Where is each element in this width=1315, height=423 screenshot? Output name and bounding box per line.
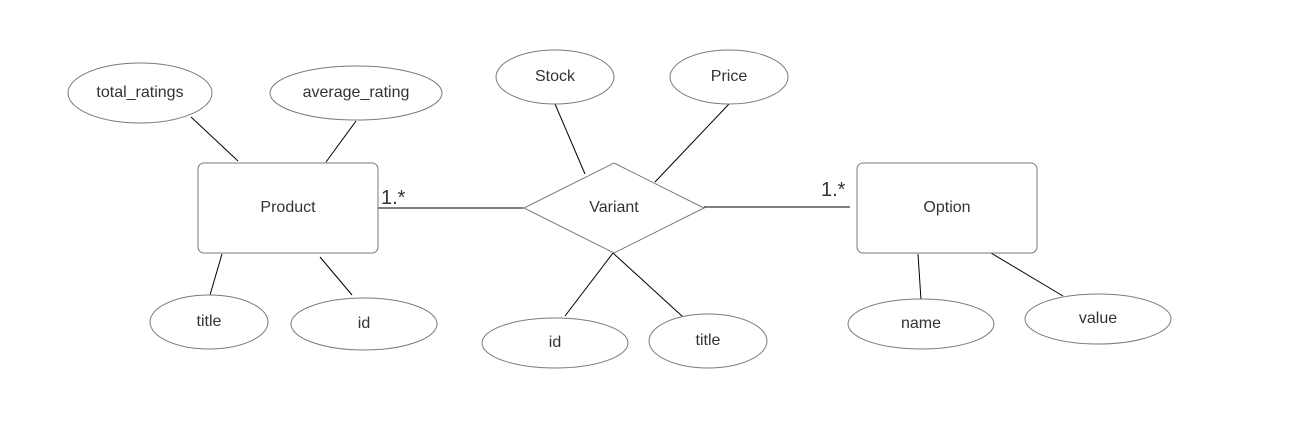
entity-option[interactable]: Option — [856, 162, 1038, 254]
attribute-ellipse — [290, 297, 438, 351]
attribute-ellipse — [648, 313, 768, 369]
connector-product-average-rating — [325, 120, 357, 163]
attribute-label: title — [197, 313, 222, 330]
connector-option-name — [917, 253, 922, 301]
connector-variant-id — [564, 252, 614, 317]
attribute-ellipse — [269, 65, 443, 121]
connector-variant-stock — [554, 103, 586, 175]
attribute-ellipse — [495, 49, 615, 105]
attribute-label: name — [901, 315, 941, 332]
connector-variant-price — [654, 103, 730, 183]
attribute-ellipse — [847, 298, 995, 350]
multiplicity-variant-option: 1.* — [821, 179, 846, 201]
relationship-variant-label: Variant — [589, 199, 639, 216]
attribute-label: value — [1079, 310, 1117, 327]
attribute-label: title — [696, 332, 721, 349]
attribute-variant-price[interactable]: Price — [669, 49, 789, 105]
attribute-ellipse — [669, 49, 789, 105]
multiplicity-product-variant: 1.* — [381, 187, 406, 209]
attribute-option-name[interactable]: name — [847, 298, 995, 350]
attribute-ellipse — [149, 294, 269, 350]
entity-product-box — [197, 162, 379, 254]
connector-product-id — [319, 256, 353, 296]
attribute-label: average_rating — [303, 84, 410, 101]
entity-product-label: Product — [260, 199, 316, 216]
attribute-variant-id[interactable]: id — [481, 317, 629, 369]
attribute-product-total-ratings[interactable]: total_ratings — [67, 62, 213, 124]
attribute-label: id — [358, 315, 370, 332]
attribute-label: id — [549, 334, 561, 351]
attribute-label: Stock — [535, 68, 576, 85]
attribute-variant-stock[interactable]: Stock — [495, 49, 615, 105]
connector-option-value — [990, 252, 1064, 297]
connector-product-title — [209, 253, 223, 296]
attribute-option-value[interactable]: value — [1024, 293, 1172, 345]
connectors — [190, 103, 1064, 318]
attribute-product-id[interactable]: id — [290, 297, 438, 351]
entity-option-label: Option — [923, 199, 970, 216]
attribute-ellipse — [1024, 293, 1172, 345]
connector-variant-title — [612, 252, 684, 318]
relationship-variant[interactable]: Variant — [522, 162, 706, 254]
attribute-ellipse — [481, 317, 629, 369]
attribute-product-title[interactable]: title — [149, 294, 269, 350]
attribute-product-average-rating[interactable]: average_rating — [269, 65, 443, 121]
attribute-label: Price — [711, 68, 748, 85]
attribute-label: total_ratings — [96, 84, 183, 101]
connector-product-total-ratings — [190, 116, 239, 162]
relationship-variant-diamond — [522, 162, 706, 254]
entity-product[interactable]: Product — [197, 162, 379, 254]
attribute-ellipse — [67, 62, 213, 124]
entity-option-box — [856, 162, 1038, 254]
attribute-variant-title[interactable]: title — [648, 313, 768, 369]
